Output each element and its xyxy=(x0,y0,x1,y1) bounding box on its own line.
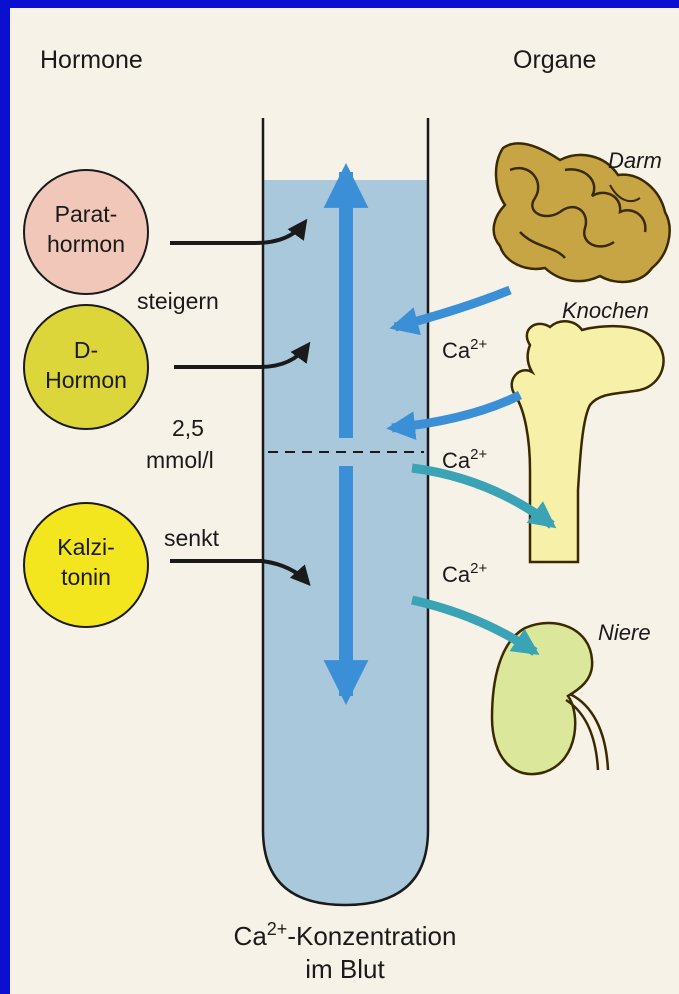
hormone-label-line2: tonin xyxy=(61,564,111,590)
ca-label-kidney: Ca2+ xyxy=(442,560,487,587)
tube-caption-line2: im Blut xyxy=(305,954,385,984)
hormone-label-line2: Hormon xyxy=(45,367,127,393)
bone-illustration xyxy=(512,321,664,562)
ca-label-bone: Ca2+ xyxy=(442,446,487,473)
hormone-kalzitonin: Kalzi- tonin xyxy=(24,503,148,627)
hormone-label-line1: D- xyxy=(74,337,98,363)
threshold-unit: mmol/l xyxy=(146,447,214,473)
ca-label-gut: Ca2+ xyxy=(442,336,487,363)
heading-hormones: Hormone xyxy=(40,46,143,74)
organ-label-kidney: Niere xyxy=(598,620,651,645)
blood-to-kidney-arrow xyxy=(412,600,535,652)
hormone-d-hormon: D- Hormon xyxy=(24,305,148,429)
threshold-value: 2,5 xyxy=(172,415,204,441)
heading-organs: Organe xyxy=(513,46,596,74)
organ-label-bone: Knochen xyxy=(562,298,649,323)
kidney-illustration xyxy=(492,623,608,774)
decrease-label: senkt xyxy=(164,525,220,551)
organ-label-gut: Darm xyxy=(608,148,662,173)
hormone-parathormon: Parat- hormon xyxy=(24,170,148,294)
hormone-label-line1: Kalzi- xyxy=(57,534,115,560)
tube-caption-line1: Ca2+-Konzentration xyxy=(234,919,457,951)
hormone-label-line1: Parat- xyxy=(55,201,118,227)
increase-label: steigern xyxy=(137,288,219,314)
hormone-label-line2: hormon xyxy=(47,231,125,257)
